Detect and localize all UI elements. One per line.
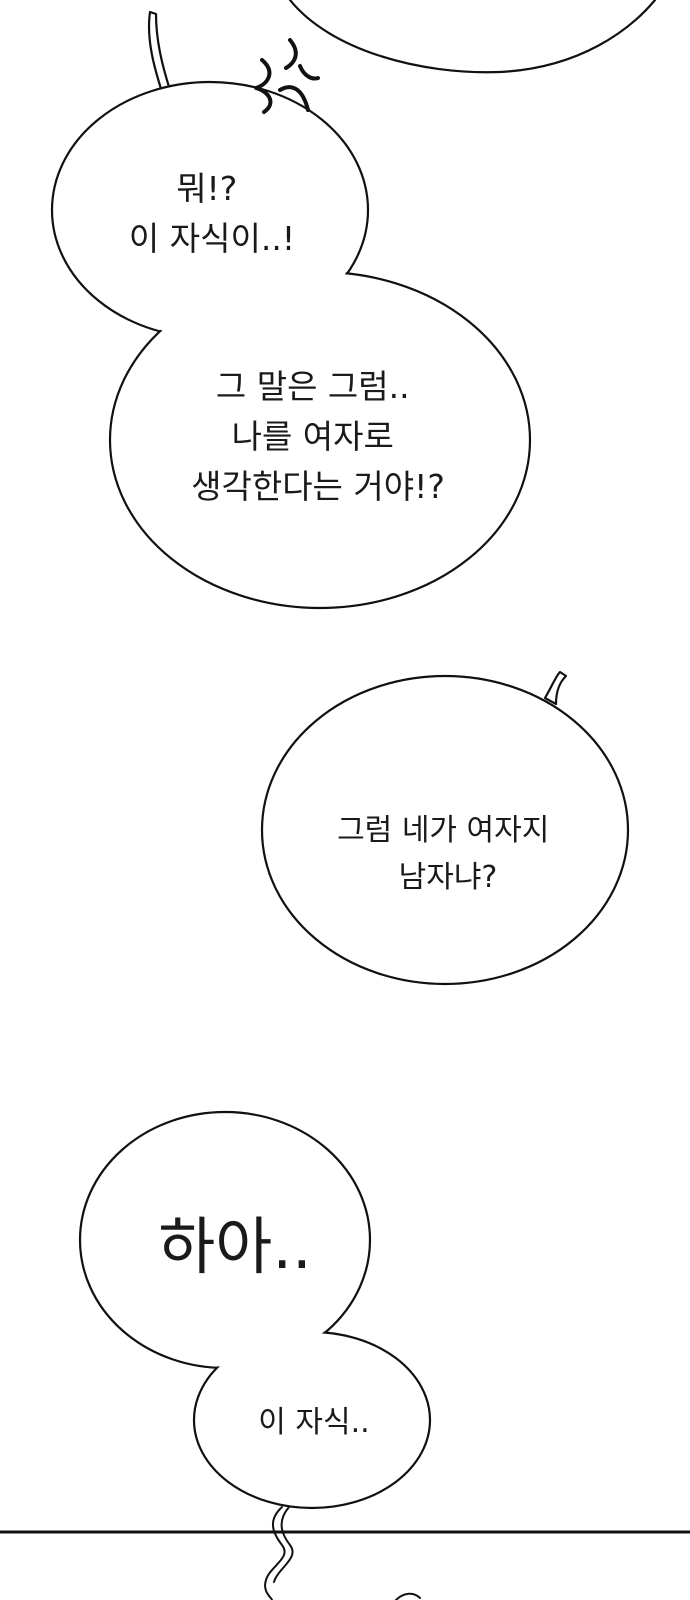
bubble-group-1: [50, 80, 532, 610]
bubble-tail-wavy-edge: [273, 1506, 294, 1583]
bubble-1-text: 뭐!? 이 자식이..!: [129, 169, 295, 258]
partial-speech-bubble-top: [288, 0, 657, 74]
partial-mark-bottom: [395, 1592, 421, 1600]
speech-bubble-3: [260, 670, 630, 986]
bubble-5-text: 이 자식..: [258, 1405, 369, 1440]
bubble-3-text: 그럼 네가 여자지 남자냐?: [337, 813, 559, 895]
bubble-4-text: 하아..: [158, 1210, 312, 1283]
anger-mark-icon: [254, 38, 320, 114]
bubble-tail-wavy: [264, 1506, 286, 1600]
bubble-group-2: [78, 1110, 432, 1510]
bubble-2-text: 그 말은 그럼.. 나를 여자로 생각한다는 거야!?: [191, 367, 445, 506]
bubble-tail-top: [147, 10, 172, 94]
